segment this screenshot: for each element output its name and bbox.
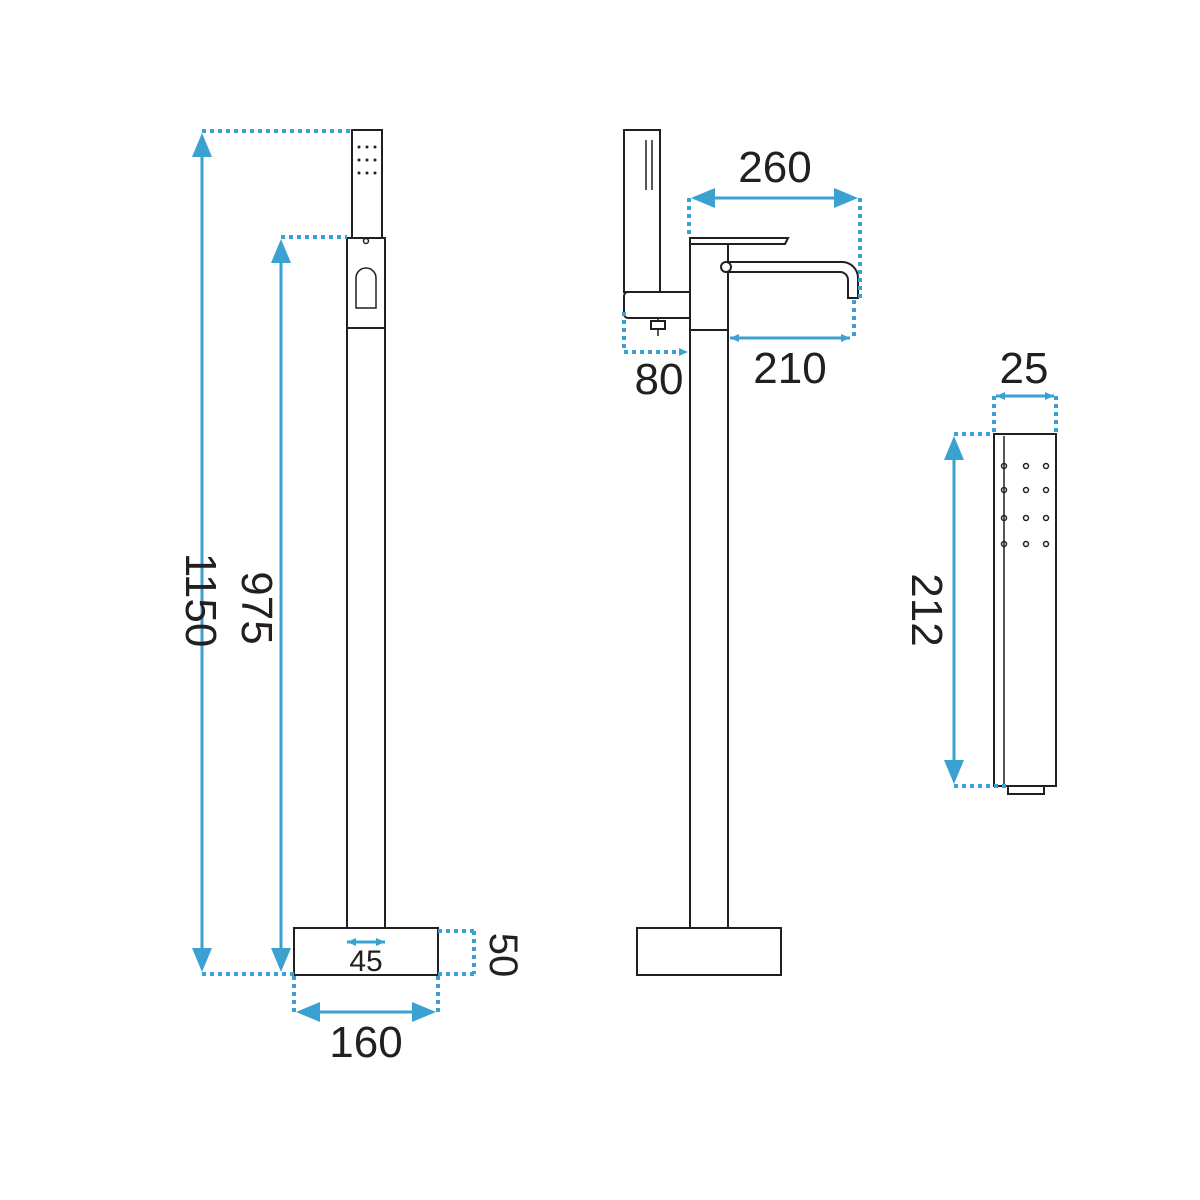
- dim-label-overall-height: 1150: [176, 553, 225, 648]
- side-view: [623, 129, 859, 976]
- handset-detail: [993, 433, 1057, 795]
- dim-label-handset-length: 212: [902, 573, 951, 646]
- dim-label-handset-width: 25: [1000, 344, 1049, 393]
- dim-label-spout-projection: 210: [753, 344, 826, 393]
- side-diverter-body: [623, 291, 695, 319]
- handset-connector: [1007, 785, 1045, 795]
- dim-label-base-height: 50: [481, 933, 525, 978]
- front-holder-screw: [362, 237, 370, 245]
- front-view: [293, 129, 439, 976]
- dimension-lines: [192, 129, 1058, 1022]
- dimension-labels: 1150 975 45 50 160 260 210 80 25 212: [176, 143, 1048, 1067]
- handset-nozzles: [1000, 462, 1050, 548]
- side-base: [636, 927, 782, 976]
- dim-label-base-depth: 160: [329, 1018, 402, 1067]
- side-spout: [725, 261, 859, 299]
- dim-label-outlet-height: 975: [232, 571, 281, 644]
- side-column-upper: [689, 243, 729, 331]
- dim-label-column-diameter: 45: [349, 945, 382, 978]
- front-column: [346, 327, 386, 929]
- side-handset: [623, 129, 661, 293]
- dim-label-spout-reach: 260: [738, 143, 811, 192]
- front-lever-slot: [355, 267, 377, 309]
- front-base: [293, 927, 439, 976]
- side-column: [689, 329, 729, 929]
- side-lever: [689, 237, 790, 245]
- front-handset-nozzles: [357, 145, 377, 175]
- front-handset-holder: [346, 237, 386, 329]
- dim-label-diverter-offset: 80: [635, 355, 684, 404]
